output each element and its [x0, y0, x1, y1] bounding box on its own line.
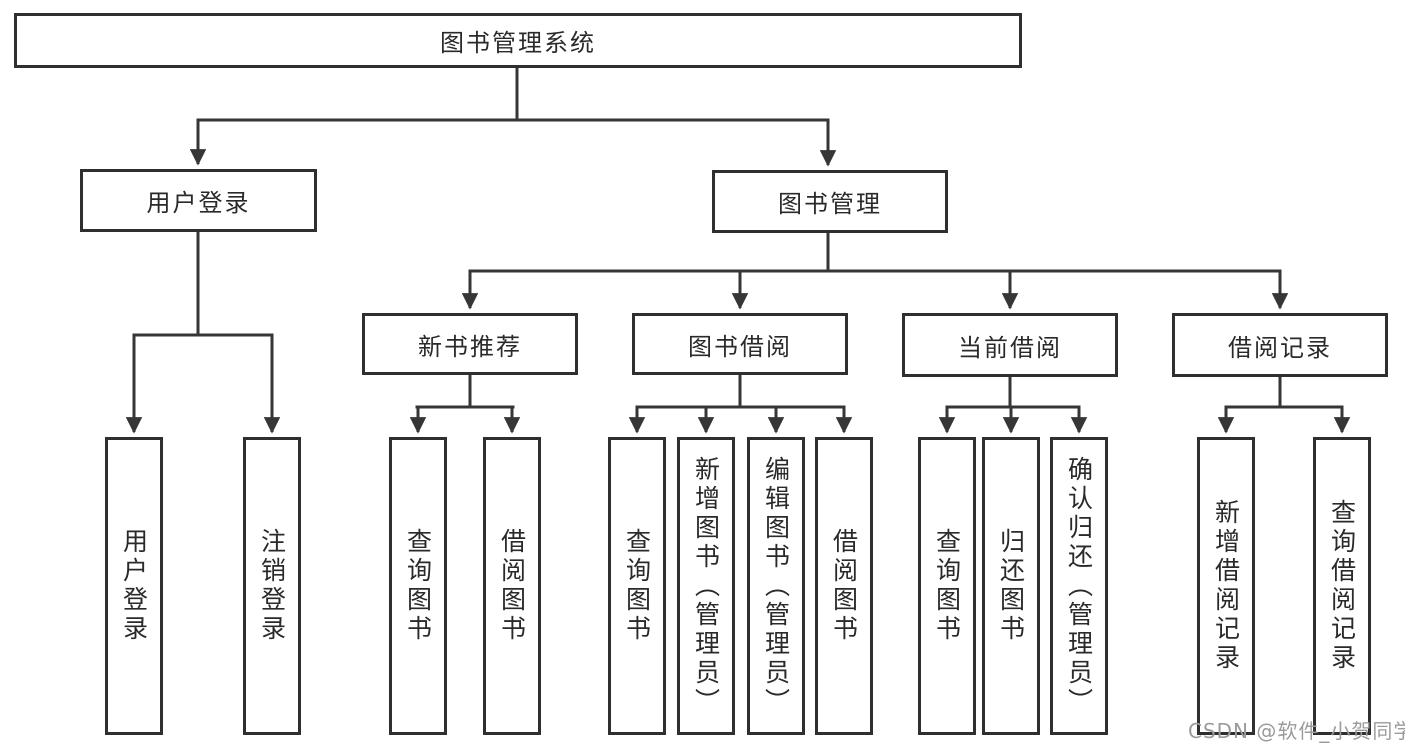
leaf-confirm-return-admin: 确认归还（管理员）: [1050, 437, 1108, 735]
leaf-borrow-books-borrowing: 借阅图书: [815, 437, 873, 735]
node-current-borrowing: 当前借阅: [902, 313, 1118, 377]
node-user-login: 用户登录: [80, 169, 317, 232]
connector-arrows: [125, 120, 1351, 434]
leaf-add-book-admin: 新增图书（管理员）: [677, 437, 735, 735]
node-borrowing-records: 借阅记录: [1172, 313, 1388, 377]
leaf-return-book: 归还图书: [982, 437, 1040, 735]
leaf-query-borrow-record: 查询借阅记录: [1313, 437, 1371, 735]
leaf-user-login: 用户登录: [105, 437, 163, 735]
leaf-edit-book-admin: 编辑图书（管理员）: [747, 437, 805, 735]
node-new-book-recommendation: 新书推荐: [362, 313, 578, 375]
csdn-watermark: CSDN @软件_小贺同学: [1188, 719, 1405, 743]
node-book-management: 图书管理: [712, 170, 948, 233]
node-book-borrowing: 图书借阅: [632, 313, 848, 375]
leaf-logout: 注销登录: [243, 437, 301, 735]
leaf-query-books-recommend: 查询图书: [389, 437, 447, 735]
leaf-borrow-books-recommend: 借阅图书: [483, 437, 541, 735]
node-book-management-system: 图书管理系统: [14, 13, 1022, 68]
leaf-query-books-borrowing: 查询图书: [608, 437, 666, 735]
leaf-query-books-current: 查询图书: [918, 437, 976, 735]
leaf-add-borrow-record: 新增借阅记录: [1197, 437, 1255, 735]
